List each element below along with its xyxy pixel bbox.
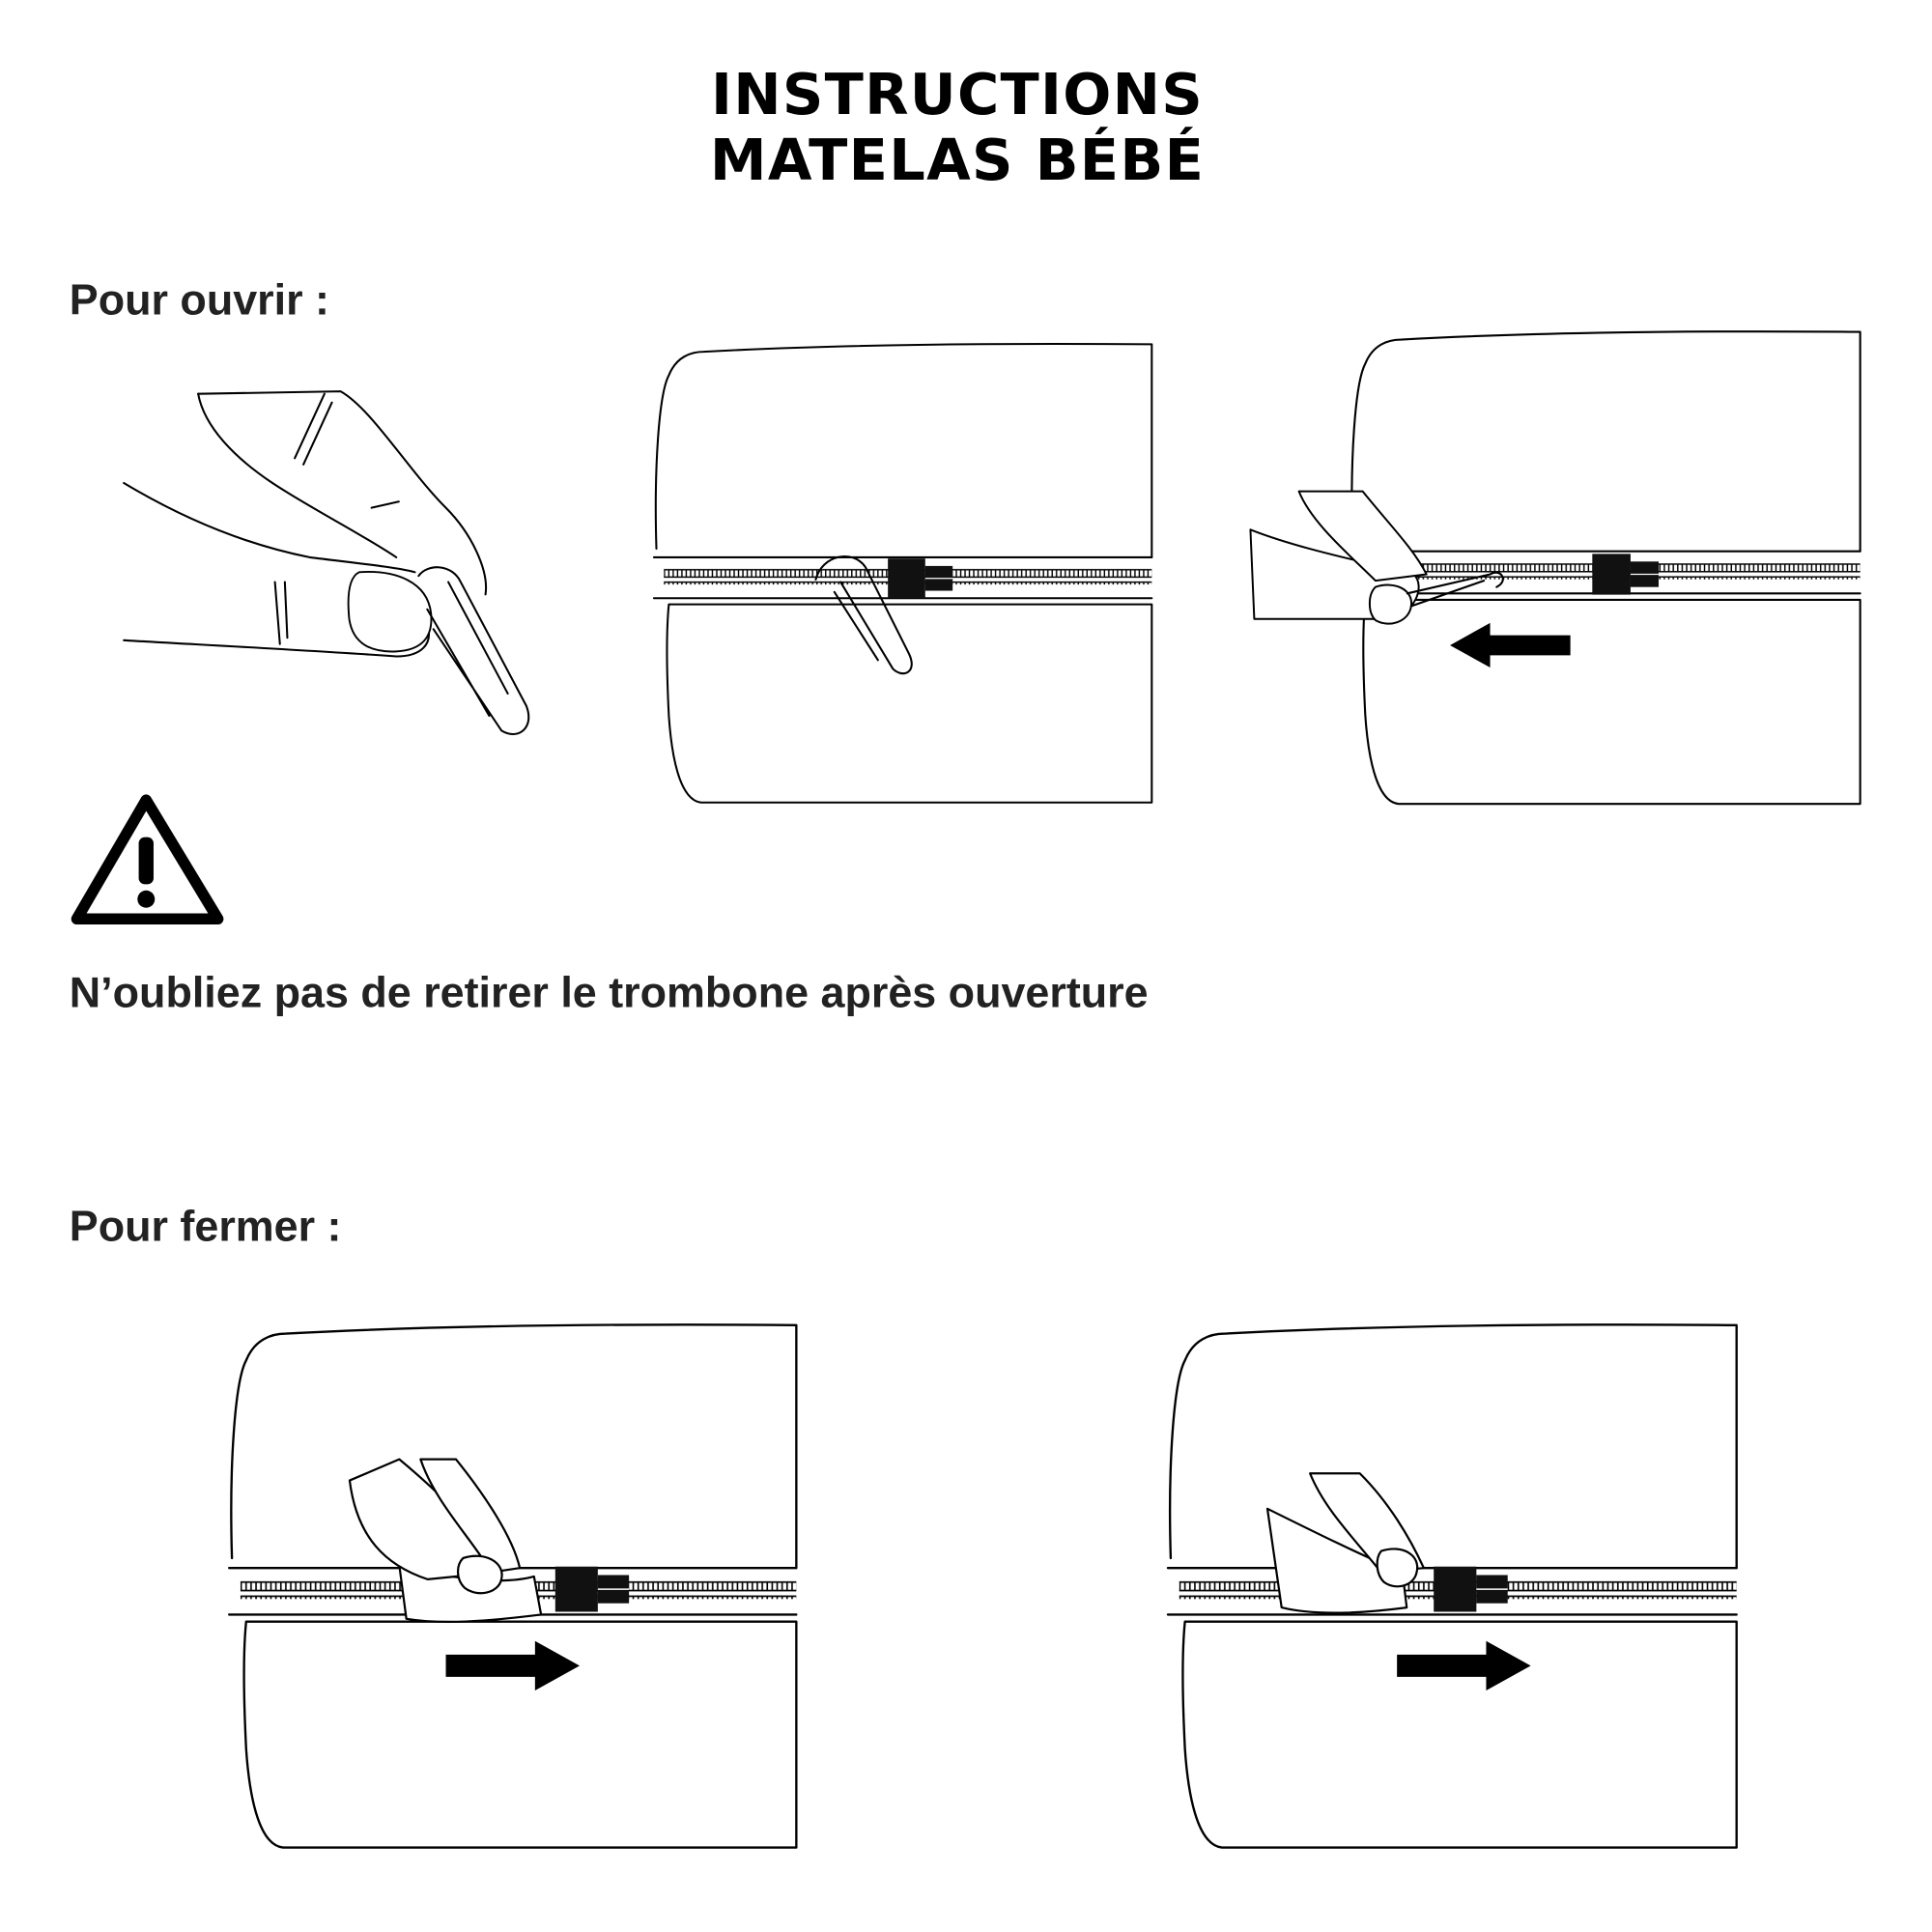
hand-with-paperclip-illustration [123, 390, 530, 735]
mattress-opening-illustration [1249, 330, 1861, 806]
arrow-right-icon [445, 1640, 580, 1690]
warning-text: N’oubliez pas de retirer le trombone apr… [70, 967, 1149, 1016]
mattress-closing-step2-illustration [1166, 1323, 1738, 1849]
title-line-1: INSTRUCTIONS [711, 61, 1204, 128]
close-heading: Pour fermer : [70, 1202, 342, 1251]
warning-triangle-icon [71, 794, 224, 925]
arrow-right-icon [1397, 1640, 1531, 1690]
title-line-2: MATELAS BÉBÉ [710, 127, 1205, 193]
arrow-left-icon [1450, 622, 1571, 668]
open-heading: Pour ouvrir : [70, 275, 329, 325]
mattress-closing-step1-illustration [228, 1323, 798, 1849]
mattress-zipper-with-clip-illustration [652, 342, 1153, 804]
